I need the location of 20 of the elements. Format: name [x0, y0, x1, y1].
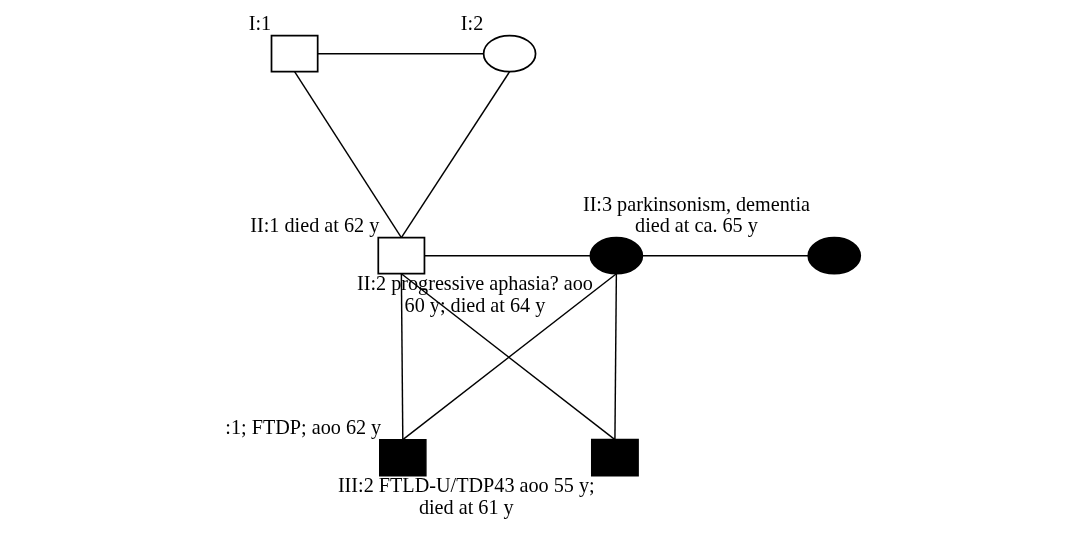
node-label: I:2 [460, 12, 483, 35]
node-box [376, 236, 425, 275]
connector [400, 71, 510, 239]
node-label: :1; FTDP; aoo 62 y [224, 416, 381, 439]
node-label: III:2 FTLD-U/TDP43 aoo 55 y; died at 61 y [337, 473, 595, 518]
connector [316, 52, 484, 55]
node-box [270, 34, 319, 73]
connector [293, 71, 402, 239]
node-box [378, 438, 427, 477]
connector [641, 254, 809, 257]
connector [613, 273, 617, 441]
node-box [590, 438, 639, 477]
node-circle [482, 34, 536, 73]
connector [400, 273, 404, 441]
node-circle [589, 236, 643, 275]
node-label: I:1 [248, 12, 271, 35]
node-circle [806, 236, 861, 275]
connector [423, 254, 591, 257]
node-label: II:1 died at 62 y [249, 214, 379, 237]
node-label: II:3 parkinsonism, dementia died at ca. 65 y [582, 192, 810, 237]
